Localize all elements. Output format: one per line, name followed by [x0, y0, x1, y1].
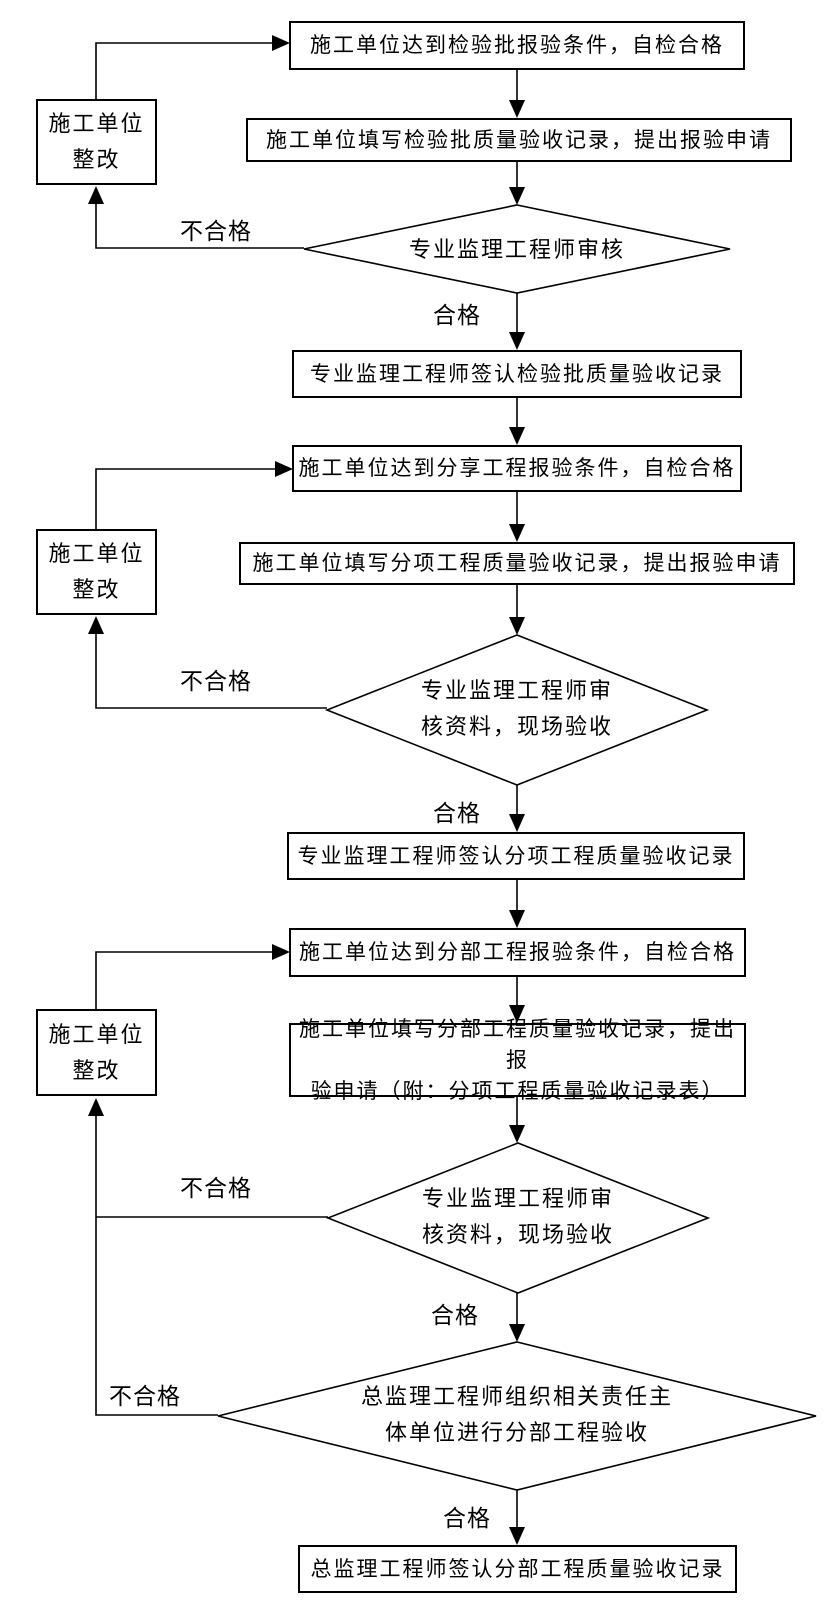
edge-label-pass-4: 合格 — [443, 1505, 491, 1531]
rework-box-3: 施工单位 整改 — [36, 1009, 157, 1096]
process-box-batch-record: 施工单位填写检验批质量验收记录，提出报验申请 — [246, 118, 792, 162]
arrowhead-down — [509, 1005, 525, 1023]
process-box-subdivision-conditions: 施工单位达到分部工程报验条件，自检合格 — [289, 928, 746, 977]
decision-text-2: 专业监理工程师审 核资料，现场验收 — [420, 678, 614, 739]
arrowhead-down — [509, 524, 525, 542]
edge-label-fail-1: 不合格 — [180, 218, 252, 244]
process-box-subdivision-record: 施工单位填写分部工程质量验收记录，提出报 验申请（附：分项工程质量验收记录表） — [289, 1018, 746, 1103]
decision-diamond-3 — [325, 1142, 711, 1294]
rework-box-2: 施工单位 整改 — [36, 529, 157, 615]
edge-rework3-b7 — [95, 951, 272, 1009]
edge-d1-fail-rework1 — [95, 204, 304, 249]
arrowhead-right — [272, 944, 290, 960]
arrowhead-down — [509, 1324, 525, 1342]
process-box-subitem-record: 施工单位填写分项工程质量验收记录，提出报验申请 — [239, 542, 795, 585]
arrowhead-up — [88, 186, 104, 204]
rework-box-1: 施工单位 整改 — [36, 99, 157, 185]
arrowhead-down — [509, 332, 525, 350]
arrowhead-down — [509, 187, 525, 205]
arrowhead-down — [509, 427, 525, 445]
decision-text-3: 专业监理工程师审 核资料，现场验收 — [421, 1186, 615, 1247]
edge-rework1-b1 — [95, 42, 272, 99]
process-box-subdivision-sign: 总监理工程师签认分部工程质量验收记录 — [298, 1545, 737, 1593]
decision-diamond-1 — [303, 204, 731, 294]
edge-label-fail-4: 不合格 — [109, 1383, 181, 1409]
arrowhead-up — [88, 616, 104, 634]
arrowhead-down — [509, 910, 525, 928]
process-box-subitem-conditions: 施工单位达到分享工程报验条件，自检合格 — [292, 445, 742, 492]
arrowhead-down — [509, 100, 525, 118]
edge-label-pass-2: 合格 — [433, 800, 481, 826]
arrowhead-down — [509, 1527, 525, 1545]
edge-label-fail-3: 不合格 — [180, 1175, 252, 1201]
arrowhead-down — [509, 1125, 525, 1143]
arrowhead-down — [509, 814, 525, 832]
decision-diamond-2 — [324, 634, 710, 786]
edge-label-pass-1: 合格 — [433, 302, 481, 328]
arrowhead-down — [509, 617, 525, 635]
process-box-batch-sign: 专业监理工程师签认检验批质量验收记录 — [292, 350, 742, 398]
arrowhead-right — [275, 461, 293, 477]
decision-text-1: 专业监理工程师审核 — [408, 237, 626, 262]
decision-diamond-4 — [217, 1341, 817, 1491]
arrowhead-up — [88, 1098, 104, 1116]
process-box-subitem-sign: 专业监理工程师签认分项工程质量验收记录 — [287, 832, 745, 880]
edge-d2-fail-rework2 — [95, 634, 327, 709]
edge-d4-fail-rework3 — [95, 1116, 218, 1416]
decision-text-4: 总监理工程师组织相关责任主 体单位进行分部工程验收 — [360, 1384, 674, 1445]
edge-label-pass-3: 合格 — [431, 1302, 479, 1328]
edge-rework2-b4 — [95, 468, 275, 529]
process-box-batch-conditions: 施工单位达到检验批报验条件，自检合格 — [289, 21, 745, 70]
arrowhead-right — [272, 35, 290, 51]
edge-label-fail-2: 不合格 — [180, 668, 252, 694]
